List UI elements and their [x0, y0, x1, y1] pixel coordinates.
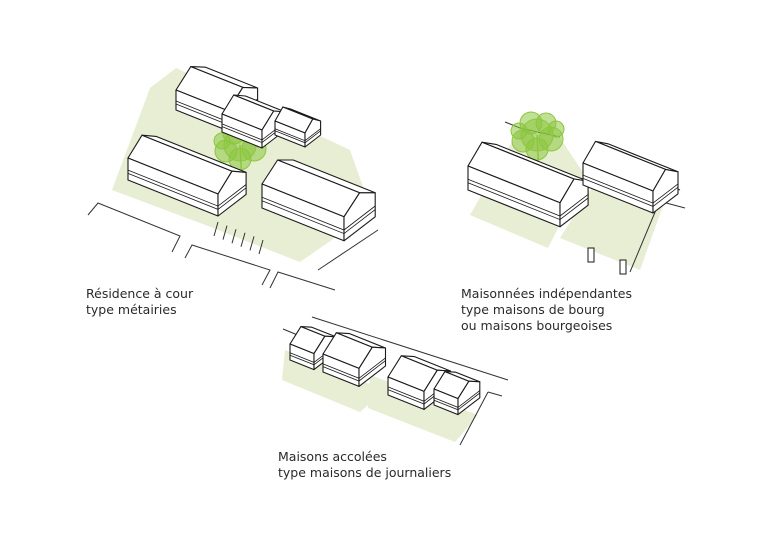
car	[619, 259, 627, 275]
gable-wall	[217, 170, 247, 217]
street-line	[258, 239, 264, 255]
street-line	[222, 225, 228, 240]
street-line	[213, 221, 219, 237]
street-line	[629, 204, 659, 273]
floor-line	[261, 196, 376, 231]
gable-wall	[358, 346, 387, 387]
tree-foliage	[213, 132, 231, 150]
floor-line	[127, 173, 247, 210]
tree-foliage	[525, 137, 549, 161]
floor-line	[274, 128, 321, 142]
street-line	[459, 391, 489, 446]
floor-line	[582, 178, 679, 207]
street-line	[317, 229, 379, 271]
floor-line	[274, 130, 321, 144]
floor-line	[322, 357, 386, 379]
caption-residence-a-cour: Résidence à cour type métairies	[86, 286, 194, 317]
gable-wall	[457, 380, 481, 416]
street-line	[231, 229, 237, 244]
floor-line	[582, 174, 679, 204]
street-line	[87, 202, 181, 253]
maisons-accolees-drawing	[282, 316, 509, 446]
street-line	[311, 316, 509, 381]
floor-line	[261, 200, 376, 235]
tree-foliage	[510, 122, 528, 140]
maisonnees-drawing	[467, 111, 686, 275]
street-line	[184, 244, 271, 286]
floor-line	[467, 182, 589, 221]
floor-line	[127, 169, 247, 207]
street-line	[487, 391, 503, 397]
floor-line	[467, 178, 589, 217]
street-line	[249, 236, 255, 251]
caption-maisonnees: Maisonnées indépendantes type maisons de…	[461, 286, 632, 333]
residence-a-cour-drawing	[87, 66, 379, 291]
floor-line	[322, 360, 386, 382]
tree-foliage	[547, 120, 565, 138]
floor-line	[433, 392, 481, 411]
caption-maisons-accolees: Maisons accolées type maisons de journal…	[278, 449, 452, 480]
gable-wall	[559, 178, 589, 228]
street-line	[240, 232, 246, 247]
gable-wall	[343, 192, 376, 242]
street-line	[269, 271, 336, 291]
car	[587, 247, 595, 263]
floor-line	[433, 390, 481, 408]
